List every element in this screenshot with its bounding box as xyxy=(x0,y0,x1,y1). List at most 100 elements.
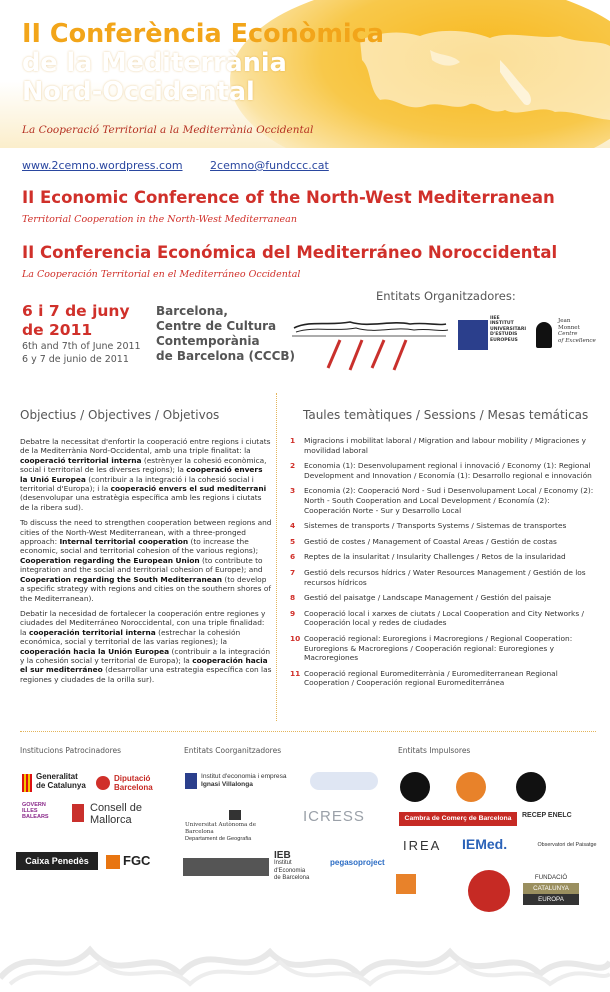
jm-line-3: Centre xyxy=(558,331,578,338)
website-link[interactable]: www.2cemno.wordpress.com xyxy=(22,159,183,172)
sct-logo xyxy=(396,874,416,894)
header-banner: II Conferència Econòmica de la Mediterrà… xyxy=(0,0,610,148)
topic-text: Cooperació regional Euromediterrània / E… xyxy=(304,668,558,688)
mallorca-shield-icon xyxy=(72,804,84,822)
uab-line-1: Universitat Autònoma de Barcelona xyxy=(185,822,257,835)
fce-line-2: CATALUNYA xyxy=(523,883,579,894)
associacio-catalana-icon xyxy=(400,772,430,802)
diputacio-line-1: Diputació xyxy=(114,774,151,783)
associations-logos xyxy=(400,772,586,802)
iiee-line-4: EUROPEUS xyxy=(490,337,518,343)
en-bold-2: Cooperation regarding the European Union xyxy=(20,555,200,565)
conference-title: II Conferència Econòmica de la Mediterrà… xyxy=(22,20,402,107)
contact-links: www.2cemno.wordpress.com 2cemno@fundccc.… xyxy=(22,159,353,172)
topic-number: 8 xyxy=(290,593,296,603)
topic-number: 2 xyxy=(290,461,296,471)
ca-text-3: (contribuir a la integració i la cohesió… xyxy=(20,474,254,494)
topic-number: 7 xyxy=(290,567,296,577)
ca-bold-2: cooperació envers la Unió Europea xyxy=(20,465,263,484)
diputacio-emblem-icon xyxy=(96,776,110,790)
topic-number: 10 xyxy=(290,633,301,643)
objectives-catalan: Debatre la necessitat d'enfortir la coop… xyxy=(20,437,272,512)
event-date-translations: 6th and 7th of June 2011 6 y 7 de junio … xyxy=(22,340,141,366)
conference-subtitle: La Cooperació Territorial a la Mediterrà… xyxy=(22,124,314,136)
topic-item: 2 Economia (1): Desenvolupament regional … xyxy=(290,461,595,480)
consell-line-2: Mallorca xyxy=(90,814,132,826)
es-text-4: (desarrollar una estrategia específica c… xyxy=(20,665,272,684)
govern-line-2: ILLES xyxy=(22,808,38,815)
objectives-text: Debatre la necessitat d'enfortir la coop… xyxy=(20,437,272,690)
title-line-3: Nord-Occidental xyxy=(22,77,255,107)
fgc-logo: FGC xyxy=(106,850,162,872)
topic-text: Cooperació regional: Euroregions i Macro… xyxy=(304,633,573,663)
objectives-english: To discuss the need to strengthen cooper… xyxy=(20,518,272,603)
date-line-2: de 2011 xyxy=(22,321,93,339)
ca-text-1: Debatre la necessitat d'enfortir la coop… xyxy=(20,437,271,456)
date-english: 6th and 7th of June 2011 xyxy=(22,341,141,352)
topic-number: 9 xyxy=(290,608,296,618)
coorganizers-heading: Entitats Coorganitzadores xyxy=(184,746,282,755)
date-line-1: 6 i 7 de juny xyxy=(22,302,130,320)
venue-line-2: Centre de Cultura xyxy=(156,319,277,333)
ieb-line-1: IEB xyxy=(274,850,291,861)
uab-emblem-icon xyxy=(229,810,241,820)
topic-text: Gestió de costes / Management of Coastal… xyxy=(304,536,557,546)
topic-number: 5 xyxy=(290,536,296,546)
topic-text: Economia (1): Desenvolupament regional i… xyxy=(304,461,592,480)
iiee-line-1: INSTITUT xyxy=(490,321,514,327)
topics-heading: Taules temàtiques / Sessions / Mesas tem… xyxy=(303,408,589,422)
spanish-title: II Conferencia Económica del Mediterráne… xyxy=(22,243,558,262)
cambra-comerc-logo: Cambra de Comerç de Barcelona xyxy=(399,812,517,826)
consell-line-1: Consell de xyxy=(90,802,142,814)
topic-text: Migracions i mobilitat laboral / Migrati… xyxy=(304,436,586,455)
icress-logo: ICRESS xyxy=(303,808,365,825)
en-bold-1: Internal territorial cooperation xyxy=(59,537,189,547)
govern-balears-logo: GOVERN ILLES BALEARS xyxy=(22,802,66,821)
topic-item: 5 Gestió de costes / Management of Coasta… xyxy=(290,537,595,547)
event-venue: Barcelona, Centre de Cultura Contemporàn… xyxy=(156,304,295,364)
topic-number: 6 xyxy=(290,552,296,562)
ieb-logo: IEB Institut d'Economia de Barcelona xyxy=(274,850,309,883)
date-spanish: 6 y 7 de junio de 2011 xyxy=(22,354,129,365)
topic-text: Cooperació local i xarxes de ciutats / L… xyxy=(304,608,585,628)
topic-text: Economia (2): Cooperació Nord - Sud i De… xyxy=(304,486,594,515)
ca-text-4: (desenvolupar una estratègia específica … xyxy=(20,493,262,512)
title-line-2: de la Mediterrània xyxy=(22,48,287,78)
en-text-2: (to increase the economic, social and te… xyxy=(20,537,259,556)
es-bold-1: cooperación territorial interna xyxy=(28,627,156,637)
venue-line-3: Contemporània xyxy=(156,334,260,348)
sponsors-divider xyxy=(20,731,596,732)
senyera-icon xyxy=(22,774,32,792)
topic-text: Gestió del paisatge / Landscape Manageme… xyxy=(304,593,552,603)
email-link[interactable]: 2cemno@fundccc.cat xyxy=(210,159,329,172)
fce-line-1: FUNDACIÓ xyxy=(534,874,568,881)
fgc-mark-icon xyxy=(106,854,120,869)
jm-line-4: of Excellence xyxy=(558,337,596,344)
eu-flag-icon xyxy=(458,320,488,350)
fce-line-3: EUROPA xyxy=(523,894,579,905)
pegaso-project-logo: pegasoproject xyxy=(330,858,385,867)
iei-line-1: Institut d'economia i empresa xyxy=(201,773,287,780)
iiee-abbrev: IIEE xyxy=(490,316,500,321)
organizers-heading: Entitats Organitzadores: xyxy=(376,289,516,303)
jm-line-1: Jean xyxy=(558,318,571,324)
uab-line-2: Departament de Geografia xyxy=(185,836,252,842)
ca-text-2: (estrènyer la cohesió econòmica, social … xyxy=(20,455,267,475)
spanish-subtitle: La Cooperación Territorial en el Mediter… xyxy=(22,269,301,280)
observatori-paisatge-logo: Observatori del Paisatge xyxy=(537,842,597,848)
ieb-line-3: d'Economia xyxy=(274,867,306,874)
promoters-heading: Entitats Impulsores xyxy=(398,746,471,755)
iiee-line-2: UNIVERSITARI xyxy=(490,326,527,332)
es-bold-3: cooperación hacia el sur mediterráneo xyxy=(20,655,268,675)
en-text-1: To discuss the need to strengthen cooper… xyxy=(20,518,272,547)
event-date: 6 i 7 de juny de 2011 xyxy=(22,302,130,340)
en-text-4: (to develop a specific strategy with reg… xyxy=(20,574,271,603)
en-bold-3: Cooperation regarding the South Mediterr… xyxy=(20,574,222,584)
